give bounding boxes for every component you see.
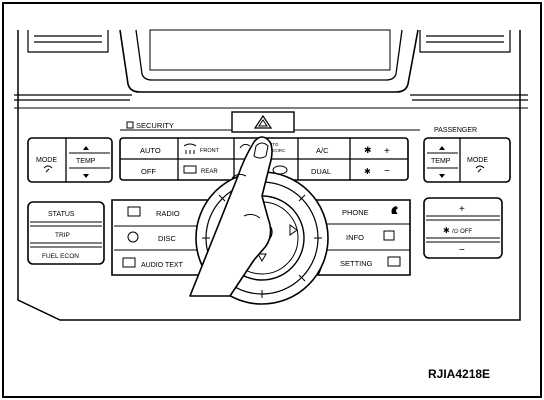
phone-button[interactable]: PHONE [342,206,398,217]
fan-up-button[interactable]: ✱ + [364,145,390,157]
disc-icon [127,231,139,243]
airflow-icon [43,165,53,173]
info-icon [383,230,395,241]
passenger-temp-label: TEMP [431,158,451,165]
up-arrow-icon [83,146,89,150]
passenger-climate-block: TEMP MODE [423,137,511,183]
auto-recirc-label: AUTO [266,142,279,147]
trip-label: TRIP [55,232,70,239]
volume-minus-label: − [459,245,465,256]
dial-grip-marks [202,178,322,298]
passenger-mode-button[interactable]: MODE [467,157,488,173]
driver-temp-button[interactable]: TEMP [69,146,110,178]
auto-label: AUTO [140,146,161,155]
off-label: OFF [141,167,156,176]
driver-mode-label: MODE [36,157,57,164]
off-button[interactable]: OFF [141,167,156,176]
auto-button[interactable]: AUTO [140,146,161,155]
driver-mode-button[interactable]: MODE [36,157,57,173]
radio-button[interactable]: RADIO [127,206,180,218]
phone-icon [391,206,398,214]
fan-icon: ✱ [364,145,372,155]
info-label: INFO [346,233,364,242]
display-screen [119,29,419,93]
dual-button[interactable]: DUAL [311,167,331,176]
top-bezel [14,30,528,101]
auto-recirc-label-2: RECIRC [268,148,286,153]
fan-icon-small: ✱ [364,167,371,176]
security-indicator: SECURITY [126,121,174,130]
volume-plus-label: + [459,204,465,215]
security-label: SECURITY [136,121,174,130]
rear-defrost-icon [183,165,197,174]
passenger-mode-label: MODE [467,157,488,164]
setting-icon [387,256,401,267]
airflow-icon [475,165,485,173]
down-arrow-icon [439,174,445,178]
power-off-label: /⏻ OFF [452,228,472,235]
driver-temp-label: TEMP [76,158,96,165]
console-outline [17,30,521,321]
radio-label: RADIO [156,209,180,218]
fan-power-icon: ✱ [443,226,450,235]
fan-down-button[interactable]: ✱ − [364,166,390,177]
radio-icon [127,206,141,217]
fan-minus-label: − [384,166,390,177]
down-arrow-icon [83,174,89,178]
hazard-button[interactable] [231,111,295,133]
driver-climate-block: MODE TEMP [27,137,113,183]
front-label: FRONT [200,148,220,154]
front-defrost-button[interactable]: FRONT [183,143,220,154]
passenger-label: PASSENGER [434,127,477,134]
volume-up-button[interactable]: + [459,204,465,215]
trip-button[interactable]: TRIP [55,232,70,239]
ac-label: A/C [316,146,329,155]
auto-recirc-button[interactable]: AUTO RECIRC [239,142,286,153]
passenger-temp-button[interactable]: TEMP [427,146,458,178]
volume-down-button[interactable]: − [459,245,465,256]
fan-plus-label: + [384,146,390,157]
status-button[interactable]: STATUS [48,211,75,218]
status-label: STATUS [48,211,75,218]
dual-label: DUAL [311,167,331,176]
recirc-icon [239,143,251,149]
fingernail [253,142,269,159]
rear-defrost-button[interactable]: REAR [183,165,218,175]
audio-text-button[interactable]: AUDIO TEXT [122,257,184,269]
audio-text-icon [122,257,136,268]
up-arrow-icon [439,146,445,150]
right-arrow-icon [289,224,298,236]
volume-block: + ✱ /⏻ OFF − [423,197,503,259]
phone-label: PHONE [342,208,369,217]
disc-button[interactable]: DISC [127,231,177,243]
ac-button[interactable]: A/C [316,146,329,155]
status-trip-block: STATUS TRIP FUEL ECON [27,201,105,265]
setting-label: SETTING [340,259,373,268]
fuel-econ-button[interactable]: FUEL ECON [42,253,79,260]
disc-label: DISC [158,234,177,243]
pointing-hand-illustration [189,136,273,297]
setting-button[interactable]: SETTING [340,256,401,268]
fuel-econ-label: FUEL ECON [42,253,79,260]
rear-label: REAR [201,169,218,175]
front-defrost-icon [183,143,197,154]
info-button[interactable]: INFO [346,230,395,242]
figure-id: RJIA4218E [428,367,490,381]
audio-text-label: AUDIO TEXT [141,262,184,269]
power-off-button[interactable]: ✱ /⏻ OFF [443,226,472,235]
down-arrow-icon [257,253,267,263]
